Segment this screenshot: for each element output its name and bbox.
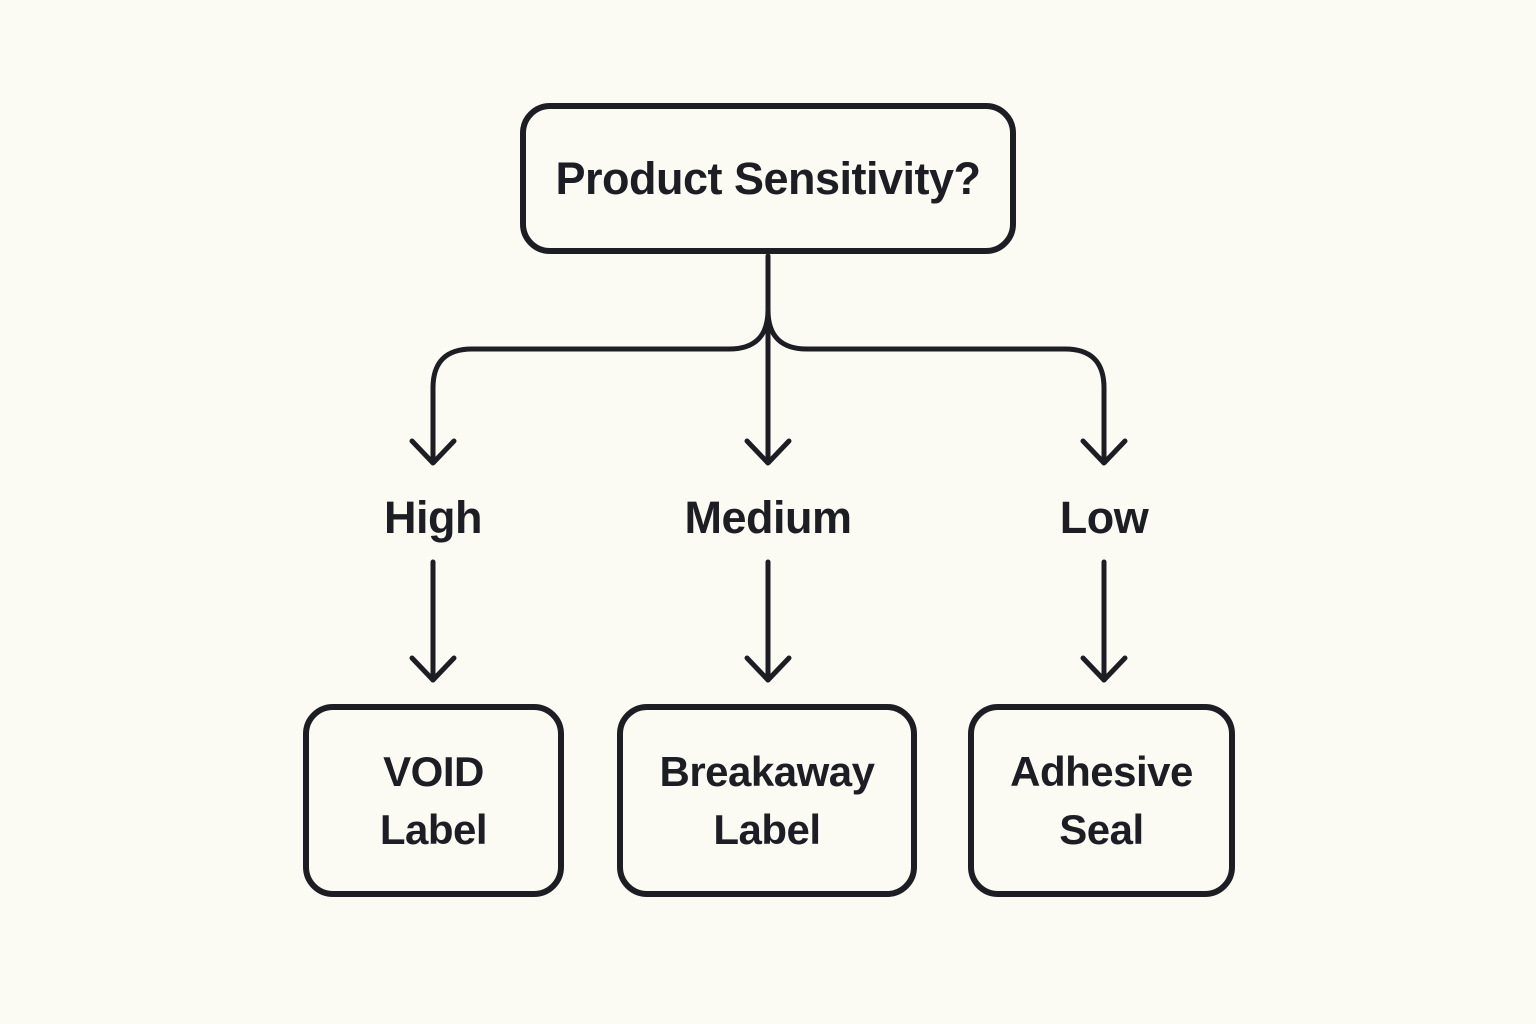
arrow-down-icon: [1080, 438, 1128, 466]
leaf-node-adhesive-seal: Adhesive Seal: [968, 704, 1235, 897]
arrow-down-icon: [1080, 655, 1128, 683]
branch-right-line: [765, 307, 1107, 464]
arrow-down-icon: [409, 655, 457, 683]
leaf-label-line: Adhesive: [1010, 748, 1193, 796]
leaf-label-line: Breakaway: [659, 748, 876, 796]
root-node: Product Sensitivity?: [520, 103, 1016, 254]
leaf-label-line: Seal: [1059, 805, 1144, 853]
branch-label-high: High: [384, 492, 482, 543]
leaf-node-void-label: VOID Label: [303, 704, 564, 897]
leaf-node-breakaway-label: Breakaway Label: [617, 704, 917, 897]
branch-label-low: Low: [1059, 492, 1149, 543]
branch-left-line: [430, 307, 771, 464]
arrow-down-icon: [744, 438, 792, 466]
leaf-label-line: Label: [713, 805, 821, 853]
root-node-label: Product Sensitivity?: [555, 152, 981, 204]
arrow-down-icon: [409, 438, 457, 466]
leaf-label-line: Label: [379, 805, 488, 853]
leaf-label-line: VOID: [383, 748, 484, 796]
branch-label-medium: Medium: [684, 492, 852, 543]
arrow-down-icon: [744, 655, 792, 683]
